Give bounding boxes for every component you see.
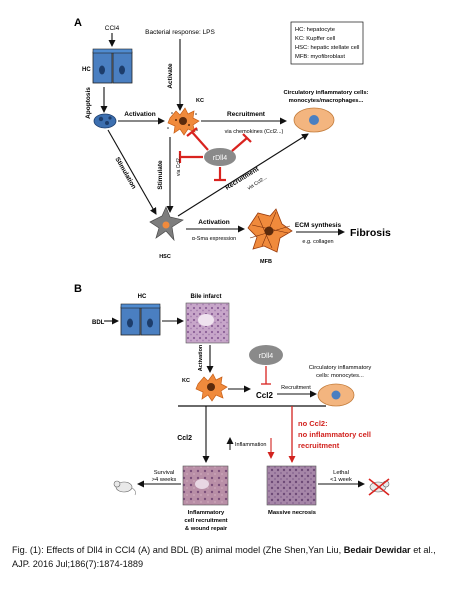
hsc-label: HSC bbox=[159, 254, 171, 260]
rdll4-node-a: rDll4 bbox=[204, 148, 236, 166]
hepatocyte-cells-a bbox=[92, 48, 133, 84]
mouse-dead-icon bbox=[368, 478, 390, 496]
bile-infarct-label: Bile infarct bbox=[190, 294, 221, 300]
monocyte-cell-b bbox=[317, 383, 355, 407]
repair-line3: & wound repair bbox=[185, 526, 228, 532]
fibrosis-label: Fibrosis bbox=[350, 227, 391, 239]
lethal-line1: Lethal bbox=[333, 470, 349, 476]
rdll4-node-b: rDll4 bbox=[249, 345, 283, 365]
mfb-cell bbox=[247, 208, 293, 253]
recruitment-label: Recruitment bbox=[227, 111, 266, 118]
circ-title-line1: Circulatory inflammatory cells: bbox=[283, 90, 368, 96]
stimulation-arrow bbox=[107, 129, 157, 215]
hc-label-b: HC bbox=[138, 294, 147, 300]
hc-label-a: HC bbox=[82, 67, 91, 73]
mouse-alive-icon bbox=[113, 480, 136, 496]
legend-hsc: HSC: hepatic stellate cell bbox=[295, 45, 359, 51]
panel-b-label: B bbox=[74, 283, 82, 295]
panel-a-label: A bbox=[74, 17, 82, 29]
legend-kc: KC: Kupffer cell bbox=[295, 36, 335, 42]
circ-title-line2: monocytes/macrophages... bbox=[289, 98, 364, 104]
monocyte-cell-a bbox=[293, 107, 335, 133]
bile-infarct-histology bbox=[185, 302, 230, 344]
mfb-label: MFB bbox=[260, 259, 272, 265]
ccl2-kc-label: Ccl2 bbox=[256, 391, 273, 400]
survival-line2: >4 weeks bbox=[152, 477, 177, 483]
survival-line1: Survival bbox=[154, 470, 175, 476]
hsc-cell bbox=[149, 206, 184, 242]
recruitment-b-label: Recruitment bbox=[281, 385, 311, 391]
activation-b-label: Activation bbox=[198, 344, 204, 371]
alpha-sma-label: α-Sma expression bbox=[192, 236, 236, 242]
no-ccl2-line3: recruitment bbox=[298, 441, 340, 450]
lethal-line2: <1 week bbox=[330, 477, 352, 483]
activation-hsc-label: Activation bbox=[198, 219, 229, 226]
ccl4-label: CCl4 bbox=[105, 25, 120, 32]
kc-label-a: KC bbox=[196, 98, 204, 104]
caption-part2: et al., AJP. 2016 Jul;186(7):1874-1889 bbox=[12, 545, 436, 569]
activate-label: Activate bbox=[167, 63, 174, 89]
caption-part1: Fig. (1): Effects of Dll4 in CCl4 (A) an… bbox=[12, 545, 344, 555]
repair-line1: Inflammatory bbox=[188, 510, 225, 516]
hepatocyte-cells-b bbox=[120, 303, 161, 336]
legend-box: HC: hepatocyte KC: Kupffer cell HSC: hep… bbox=[290, 21, 364, 65]
legend-hc: HC: hepatocyte bbox=[295, 27, 335, 33]
activation-kc-label: Activation bbox=[124, 111, 155, 118]
legend-mfb: MFB: myofibroblast bbox=[295, 54, 345, 60]
collagen-label: e.g. collagen bbox=[302, 239, 333, 245]
rdll4-inhibition-lines bbox=[178, 127, 252, 182]
bdl-label: BDL bbox=[92, 320, 105, 326]
necrosis-histology bbox=[266, 465, 317, 506]
circ-b-line1: Circulatory inflammatory bbox=[309, 365, 372, 371]
stimulate-label: Stimulate bbox=[157, 160, 164, 190]
rdll4-label-b: rDll4 bbox=[259, 353, 273, 360]
no-ccl2-line1: no Ccl2: bbox=[298, 419, 328, 428]
kupffer-cell-b bbox=[195, 373, 228, 402]
via-chemokines-label: via chemokines (Ccl2...) bbox=[225, 129, 284, 135]
figure-caption: Fig. (1): Effects of Dll4 in CCl4 (A) an… bbox=[12, 543, 442, 571]
inflammation-label: Inflammation bbox=[235, 442, 267, 448]
ccl2-left-label: Ccl2 bbox=[177, 435, 192, 442]
necrosis-label: Massive necrosis bbox=[268, 510, 316, 516]
kupffer-cell-a bbox=[167, 107, 200, 136]
recruitment-diagonal-arrow bbox=[177, 133, 309, 217]
wound-repair-histology bbox=[182, 465, 229, 506]
apoptotic-body bbox=[93, 113, 117, 129]
ecm-label: ECM synthesis bbox=[295, 222, 342, 229]
no-ccl2-line2: no inflammatory cell bbox=[298, 430, 371, 439]
circ-b-line2: cells: monocytes... bbox=[316, 373, 364, 379]
rdll4-label-a: rDll4 bbox=[213, 155, 227, 162]
caption-bold-author: Bedair Dewidar bbox=[343, 545, 411, 555]
apoptosis-label: Apoptosis bbox=[85, 87, 92, 119]
repair-line2: cell recruitment bbox=[184, 518, 227, 524]
lps-label: Bacterial response: LPS bbox=[145, 29, 215, 36]
kc-label-b: KC bbox=[182, 378, 190, 384]
via-ccl2-label: via Ccl2... bbox=[176, 154, 182, 176]
